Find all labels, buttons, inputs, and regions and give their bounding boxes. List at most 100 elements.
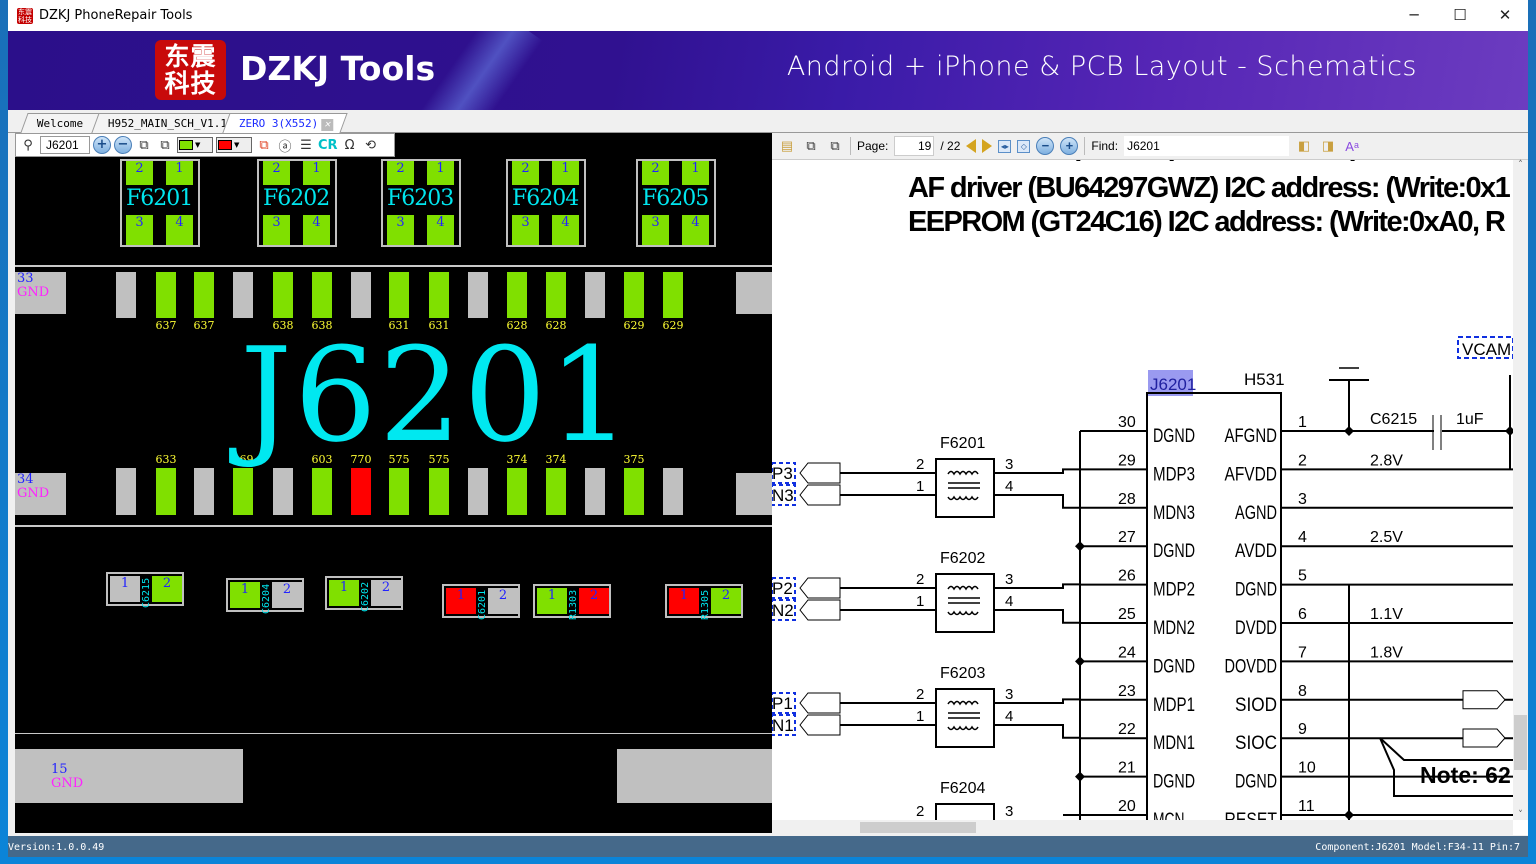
fuse-pad[interactable]: 1 (427, 161, 454, 185)
fuse-pad[interactable]: 4 (552, 215, 579, 245)
connector-pad[interactable] (585, 272, 605, 318)
color1-select[interactable]: ▼ (177, 137, 213, 153)
fuse-pad[interactable]: 3 (263, 215, 290, 245)
connector-pad[interactable] (546, 468, 566, 515)
connector-pad[interactable] (194, 272, 214, 318)
connector-pad[interactable] (389, 272, 409, 318)
connector-pad[interactable] (429, 468, 449, 515)
layers-icon[interactable]: ⧉ (259, 137, 269, 153)
component-pad-1[interactable]: 1 (669, 588, 699, 614)
connector-pad[interactable] (429, 272, 449, 318)
connector-pad[interactable] (116, 272, 136, 318)
pcb-search-input[interactable] (40, 136, 90, 154)
fuse-pad[interactable]: 2 (387, 161, 414, 185)
connector-pad[interactable] (389, 468, 409, 515)
find-next-icon[interactable]: ◨ (1321, 138, 1335, 153)
fuse-pad[interactable]: 2 (642, 161, 669, 185)
ohm-icon[interactable]: Ω (344, 137, 355, 153)
close-button[interactable]: ✕ (1498, 6, 1512, 24)
connector-pad[interactable] (507, 468, 527, 515)
connector-pad[interactable] (116, 468, 136, 515)
next-page-icon[interactable] (982, 139, 993, 153)
fuse-pad[interactable]: 4 (682, 215, 709, 245)
connector-pad[interactable] (351, 272, 371, 318)
prev-page-icon[interactable] (966, 139, 977, 153)
fuse-pad[interactable]: 2 (263, 161, 290, 185)
zoom-in-icon[interactable]: + (1060, 137, 1079, 155)
gnd-pad-right-top[interactable] (736, 272, 772, 314)
tab-zero3[interactable]: ZERO 3(X552)✕ (222, 113, 348, 133)
component-pad-1[interactable]: 1 (446, 588, 476, 614)
zoom-out-icon[interactable]: − (114, 136, 132, 154)
tab-h952-main-sch[interactable]: H952_MAIN_SCH_V1.1 (91, 113, 234, 133)
fuse-pad[interactable]: 3 (512, 215, 539, 245)
component-pad-2[interactable]: 2 (579, 588, 609, 614)
component-pad-2[interactable]: 2 (371, 580, 401, 606)
connector-pad[interactable] (273, 468, 293, 515)
component-pad-2[interactable]: 2 (152, 576, 182, 602)
fuse-pad[interactable]: 3 (126, 215, 153, 245)
fuse-pad[interactable]: 1 (552, 161, 579, 185)
page-input[interactable] (894, 136, 935, 156)
minimize-button[interactable]: ─ (1409, 6, 1419, 24)
color2-select[interactable]: ▼ (216, 137, 252, 153)
fit-width-icon[interactable]: ◂▸ (998, 139, 1012, 153)
fuse-pad[interactable]: 3 (642, 215, 669, 245)
maximize-button[interactable]: ☐ (1453, 6, 1467, 24)
flip-right-icon[interactable]: ⧉ (139, 137, 149, 153)
connector-pad[interactable] (546, 272, 566, 318)
fuse-pad[interactable]: 2 (512, 161, 539, 185)
component-pad-2[interactable]: 2 (711, 588, 741, 614)
fuse-pad[interactable]: 1 (166, 161, 193, 185)
component-pad-2[interactable]: 2 (488, 588, 518, 614)
component-pad-1[interactable]: 1 (110, 576, 140, 602)
fuse-pad[interactable]: 4 (427, 215, 454, 245)
connector-pad[interactable] (156, 272, 176, 318)
close-tab-icon[interactable]: ✕ (321, 119, 334, 131)
find-prev-icon[interactable]: ◧ (1297, 138, 1311, 153)
copy-icon[interactable]: ⧉ (806, 138, 816, 153)
connector-pad[interactable] (233, 272, 253, 318)
vertical-scrollbar[interactable]: ˄˅ (1513, 160, 1528, 820)
font-size-icon[interactable]: Aᵃ (1345, 138, 1359, 154)
connector-pad[interactable] (312, 272, 332, 318)
fuse-pad[interactable]: 2 (126, 161, 153, 185)
component-pad-1[interactable]: 1 (537, 588, 567, 614)
fuse-pad[interactable]: 3 (387, 215, 414, 245)
connector-pad[interactable] (468, 468, 488, 515)
component-pad-1[interactable]: 1 (230, 582, 260, 608)
fuse-pad[interactable]: 4 (166, 215, 193, 245)
horizontal-scrollbar[interactable] (772, 820, 1513, 835)
connector-pad[interactable] (663, 272, 683, 318)
find-input[interactable] (1124, 136, 1290, 156)
connector-pad[interactable] (585, 468, 605, 515)
open-icon[interactable]: ▤ (780, 138, 794, 153)
connector-pad[interactable] (507, 272, 527, 318)
zoom-out-icon[interactable]: − (1036, 137, 1055, 155)
connector-pad[interactable] (312, 468, 332, 515)
fuse-pad[interactable]: 4 (303, 215, 330, 245)
text-a-icon[interactable]: ⓐ (278, 139, 292, 155)
schematic-canvas[interactable]: Rear camera (IMX258) I2C address: (Write… (772, 160, 1513, 820)
connector-pad[interactable] (273, 272, 293, 318)
connector-pad[interactable] (624, 468, 644, 515)
fuse-pad[interactable]: 1 (303, 161, 330, 185)
list-icon[interactable]: ☰ (300, 137, 312, 153)
gnd-pad-right-bottom[interactable] (736, 473, 772, 515)
component-pad-2[interactable]: 2 (272, 582, 302, 608)
connector-pad[interactable] (351, 468, 371, 515)
connector-pad[interactable] (233, 468, 253, 515)
